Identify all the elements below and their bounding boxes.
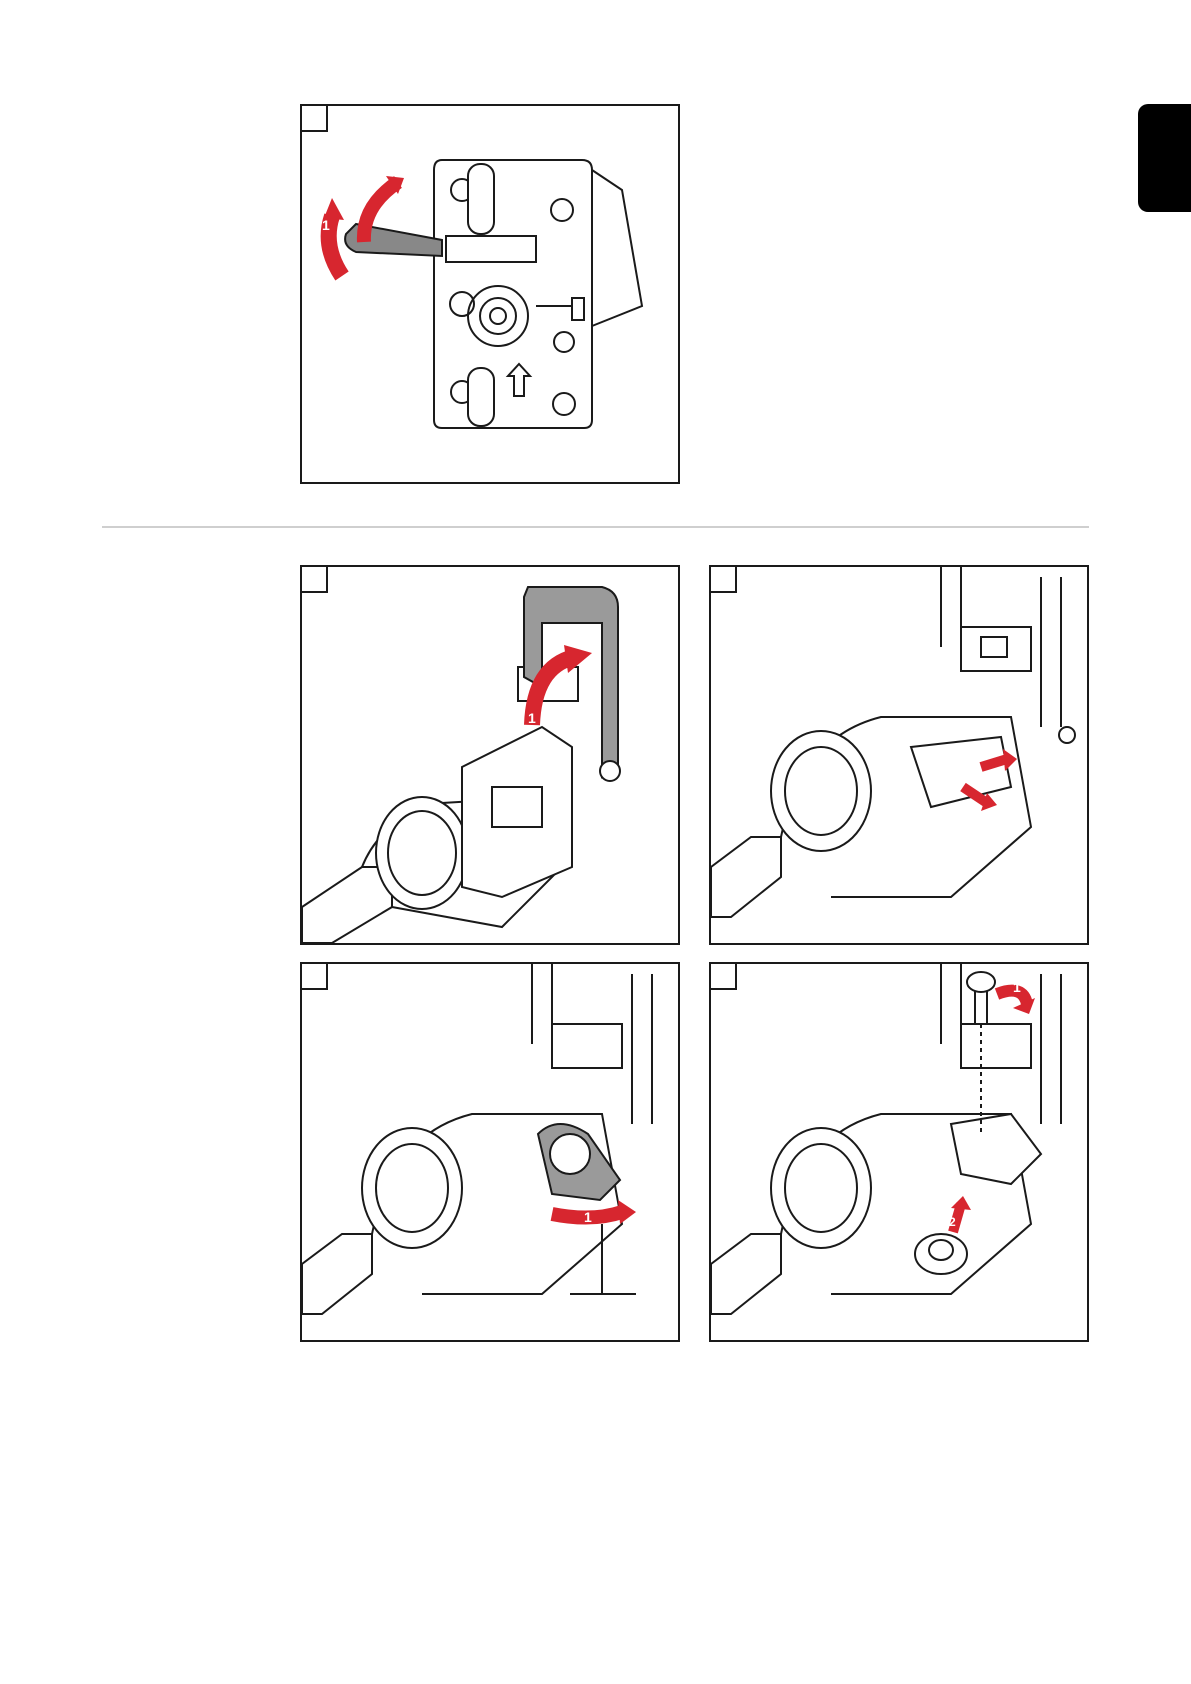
step-number-box <box>711 964 737 990</box>
illustration-panel-lever-release <box>709 565 1089 945</box>
callout-2: 2 <box>949 1215 956 1229</box>
callout-1: 1 <box>1013 979 1021 995</box>
lever-release-illustration <box>711 567 1087 943</box>
illustration-panel-cover-open: 1 <box>300 565 680 945</box>
step-number-box <box>302 106 328 132</box>
step-number-box <box>711 567 737 593</box>
drive-plate-illustration: 1 <box>302 106 678 482</box>
rotate-holder-illustration: 1 <box>302 964 678 1340</box>
illustration-panel-remove-roll: 1 2 <box>709 962 1089 1342</box>
callout-1: 1 <box>528 710 536 726</box>
chapter-tab <box>1138 104 1191 212</box>
cover-open-illustration: 1 <box>302 567 678 943</box>
illustration-panel-rotate-holder: 1 <box>300 962 680 1342</box>
step-number-box <box>302 964 328 990</box>
callout-1: 1 <box>322 217 330 233</box>
illustration-panel-top-plate: 1 <box>300 104 680 484</box>
step-number-box <box>302 567 328 593</box>
callout-1: 1 <box>584 1209 592 1225</box>
section-divider <box>102 526 1089 528</box>
remove-roll-illustration: 1 2 <box>711 964 1087 1340</box>
